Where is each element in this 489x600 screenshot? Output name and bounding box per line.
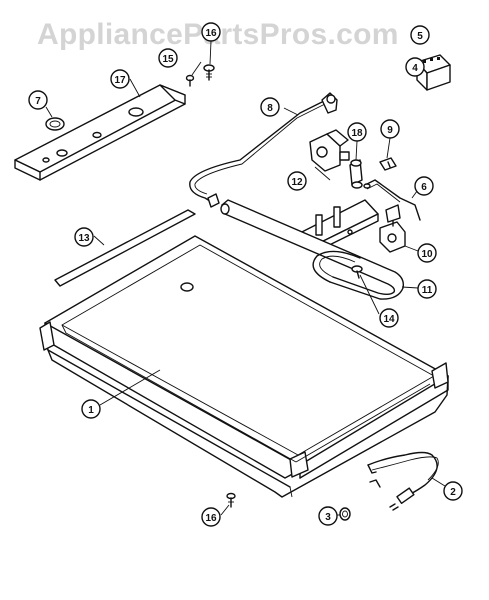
callout-label-9: 9 xyxy=(387,125,393,136)
callout-label-6: 6 xyxy=(421,182,427,193)
callout-label-11: 11 xyxy=(422,285,433,296)
callout-8: 8 xyxy=(260,97,280,117)
callout-label-16-bottom: 16 xyxy=(205,513,217,524)
callout-label-10: 10 xyxy=(421,249,433,260)
callout-label-5: 5 xyxy=(417,31,423,42)
callout-label-12: 12 xyxy=(291,177,303,188)
callout-label-17: 17 xyxy=(114,75,126,86)
callout-7: 7 xyxy=(28,90,48,110)
callout-label-13: 13 xyxy=(78,233,90,244)
power-cord xyxy=(367,451,439,511)
callout-label-2: 2 xyxy=(450,487,456,498)
drip-pan-tray xyxy=(39,235,449,498)
callout-label-1: 1 xyxy=(88,405,94,416)
callout-label-8: 8 xyxy=(267,103,273,114)
callout-label-18: 18 xyxy=(351,128,363,139)
callout-15: 15 xyxy=(158,48,178,68)
grommet-ring xyxy=(339,507,351,521)
mounting-bracket xyxy=(14,84,186,181)
callouts: 1 2 3 4 5 6 7 8 xyxy=(28,22,463,527)
screw-small xyxy=(185,74,195,87)
callout-label-3: 3 xyxy=(325,512,331,523)
clip xyxy=(379,157,397,171)
callout-2: 2 xyxy=(443,481,463,501)
callout-4: 4 xyxy=(405,57,425,77)
burner-ignitor-pin xyxy=(351,265,363,279)
callout-3: 3 xyxy=(318,506,338,526)
callout-6: 6 xyxy=(414,176,434,196)
callout-11: 11 xyxy=(417,279,437,299)
callout-14: 14 xyxy=(379,308,399,328)
callout-10: 10 xyxy=(417,243,437,263)
orifice-fitting xyxy=(349,159,363,189)
callout-16-bottom: 16 xyxy=(201,507,221,527)
callout-5: 5 xyxy=(410,25,430,45)
callout-label-16-top: 16 xyxy=(205,28,217,39)
callout-label-4: 4 xyxy=(412,63,418,74)
screw-top xyxy=(203,64,215,81)
callout-label-14: 14 xyxy=(383,314,395,325)
screw-bottom xyxy=(226,492,236,508)
leader-lines xyxy=(45,40,454,516)
callout-18: 18 xyxy=(347,122,367,142)
callout-label-15: 15 xyxy=(162,54,174,65)
callout-label-7: 7 xyxy=(35,96,41,107)
igniter-assembly xyxy=(379,204,406,253)
gas-tube xyxy=(189,92,338,208)
washer-ring xyxy=(45,117,65,131)
callout-16-top: 16 xyxy=(201,22,221,42)
gas-valve xyxy=(309,129,350,172)
callout-9: 9 xyxy=(380,119,400,139)
trim-strip xyxy=(54,209,196,287)
callout-12: 12 xyxy=(287,171,307,191)
callout-17: 17 xyxy=(110,69,130,89)
electrode xyxy=(363,179,421,221)
callout-13: 13 xyxy=(74,227,94,247)
callout-1: 1 xyxy=(81,399,101,419)
